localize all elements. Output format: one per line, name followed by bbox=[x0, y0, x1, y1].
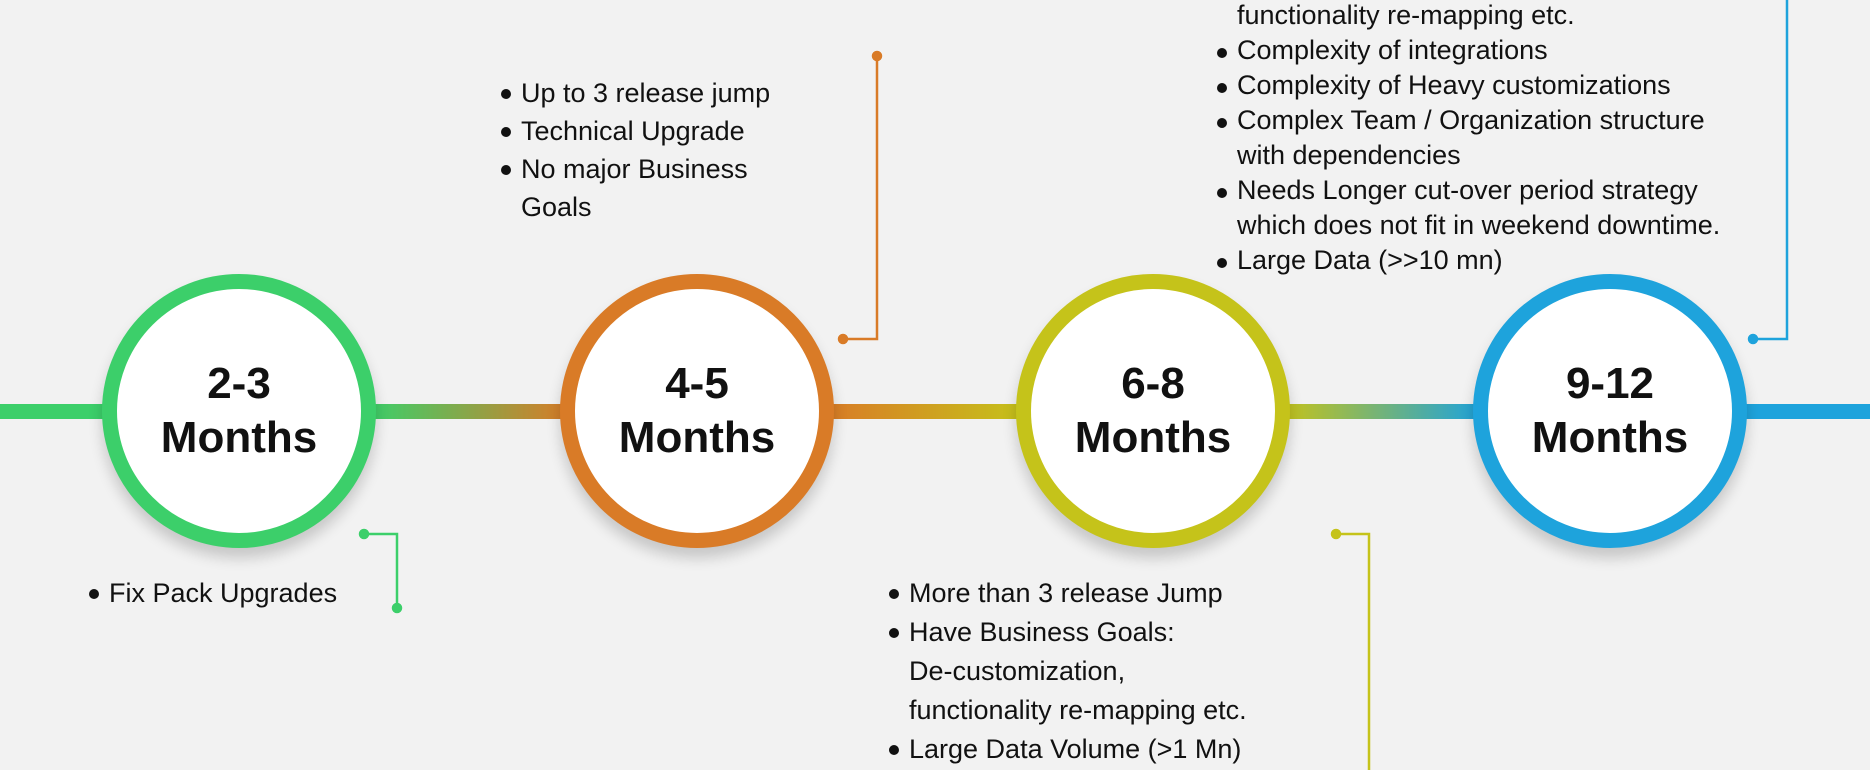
milestone-range: 4-5 bbox=[665, 359, 729, 408]
milestone-range: 2-3 bbox=[207, 359, 271, 408]
bullet-item: Up to 3 release jump bbox=[501, 74, 770, 112]
milestone-circle-4-5: 4-5 Months bbox=[560, 274, 834, 548]
milestone-unit: Months bbox=[618, 413, 776, 462]
bullet-icon bbox=[1217, 117, 1227, 128]
timeline-segment bbox=[0, 404, 110, 419]
bullets-2-3: Fix Pack Upgrades bbox=[89, 574, 337, 612]
bullets-9-12-wrapper: functionality re-mapping etc. Complexity… bbox=[1217, 0, 1720, 278]
milestone-unit: Months bbox=[1531, 413, 1689, 462]
bullet-text: Have Business Goals: bbox=[909, 617, 1175, 647]
bullet-text: Goals bbox=[521, 192, 592, 222]
bullet-item: Have Business Goals: De-customization, fun… bbox=[889, 613, 1247, 730]
bullet-text: Up to 3 release jump bbox=[521, 78, 771, 108]
bullet-item: Complexity of integrations bbox=[1217, 33, 1720, 68]
milestone-unit: Months bbox=[1074, 413, 1232, 462]
bullet-icon bbox=[1217, 82, 1227, 93]
bullet-item: Large Data (>>10 mn) bbox=[1217, 243, 1720, 278]
continued-text: functionality re-mapping etc. bbox=[1237, 0, 1575, 30]
bullet-text: Needs Longer cut-over period strategy bbox=[1237, 175, 1698, 205]
bullet-item: Large Data Volume (>1 Mn) bbox=[889, 730, 1247, 769]
timeline-segment bbox=[1740, 404, 1870, 419]
bullet-text: Complex Team / Organization structure bbox=[1237, 105, 1705, 135]
blue-callout-line bbox=[1747, 0, 1789, 345]
bullet-icon bbox=[1217, 187, 1227, 198]
bullet-icon bbox=[501, 164, 511, 175]
bullet-text: functionality re-mapping etc. bbox=[909, 695, 1247, 725]
bullet-item: More than 3 release Jump bbox=[889, 574, 1247, 613]
milestone-range: 6-8 bbox=[1121, 359, 1185, 408]
bullet-text: Large Data Volume (>1 Mn) bbox=[909, 734, 1242, 764]
bullet-item: Technical Upgrade bbox=[501, 112, 770, 150]
yellow-callout-line bbox=[1330, 528, 1371, 770]
bullet-item: Complex Team / Organization structure wit… bbox=[1217, 103, 1720, 173]
bullet-text: with dependencies bbox=[1237, 140, 1461, 170]
bullet-icon bbox=[889, 744, 899, 755]
milestone-circle-6-8: 6-8 Months bbox=[1016, 274, 1290, 548]
bullet-text: which does not fit in weekend downtime. bbox=[1237, 210, 1721, 240]
milestone-circle-2-3: 2-3 Months bbox=[102, 274, 376, 548]
timeline-segment bbox=[1282, 404, 1482, 419]
orange-callout-line bbox=[837, 50, 883, 345]
bullet-text: Complexity of integrations bbox=[1237, 35, 1548, 65]
milestone-range: 9-12 bbox=[1565, 359, 1655, 408]
milestone-circle-9-12: 9-12 Months bbox=[1473, 274, 1747, 548]
bullet-icon bbox=[501, 126, 511, 137]
green-callout-line bbox=[358, 528, 403, 614]
bullet-icon bbox=[889, 627, 899, 638]
bullet-text: No major Business bbox=[521, 154, 748, 184]
timeline-segment bbox=[370, 404, 570, 419]
bullet-item: Needs Longer cut-over period strategy whi… bbox=[1217, 173, 1720, 243]
bullet-icon bbox=[1217, 257, 1227, 268]
bullet-text: More than 3 release Jump bbox=[909, 578, 1223, 608]
bullet-text: Fix Pack Upgrades bbox=[109, 578, 338, 608]
bullet-text: Technical Upgrade bbox=[521, 116, 745, 146]
bullet-text: Complexity of Heavy customizations bbox=[1237, 70, 1671, 100]
bullet-text: Large Data (>>10 mn) bbox=[1237, 245, 1503, 275]
bullet-icon bbox=[89, 588, 99, 599]
bullet-icon bbox=[889, 588, 899, 599]
milestone-unit: Months bbox=[160, 413, 318, 462]
bullet-item: Complexity of Heavy customizations bbox=[1217, 68, 1720, 103]
bullet-icon bbox=[501, 88, 511, 99]
bullet-item: Fix Pack Upgrades bbox=[89, 574, 337, 612]
timeline-segment bbox=[826, 404, 1026, 419]
bullet-icon bbox=[1217, 47, 1227, 58]
bullet-text: De-customization, bbox=[909, 656, 1126, 686]
